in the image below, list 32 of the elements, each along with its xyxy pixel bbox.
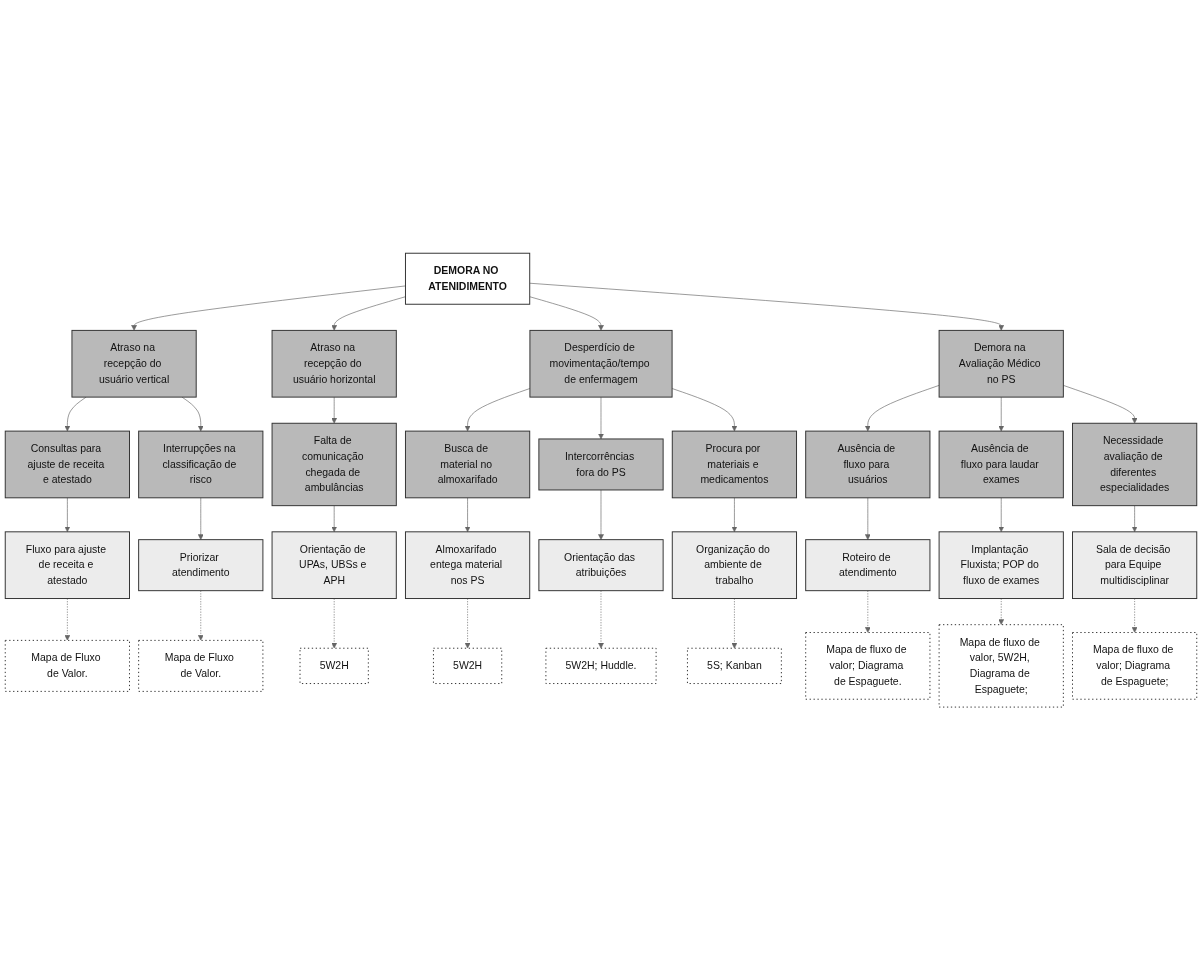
node-box: Orientação das atribuições	[538, 539, 664, 592]
node-box: Necessidade avaliação de diferentes especialidades	[1072, 423, 1198, 507]
node-box: 5S; Kanban	[686, 648, 782, 685]
node-box: Mapa de fluxo de valor, 5W2H, Diagrama de Espaguete;	[938, 624, 1064, 708]
node-box: Atraso na recepção do usuário vertical	[71, 330, 197, 398]
node-box: Almoxarifado entega material nos PS	[405, 531, 531, 600]
node-box: Procura por materiais e medicamentos	[671, 430, 797, 499]
node-box: Atraso na recepção do usuário horizontal	[271, 330, 397, 398]
node-box: 5W2H	[299, 648, 369, 685]
node-box: Mapa de fluxo de valor; Diagrama de Espaguete.	[805, 632, 931, 701]
node-box: Mapa de fluxo de valor; Diagrama de Espaguete;	[1072, 632, 1198, 701]
node-box: Ausência de fluxo para laudar exames	[938, 430, 1064, 499]
node-box: 5W2H	[432, 648, 503, 685]
node-box: Consultas para ajuste de receita e atestado	[4, 430, 130, 499]
node-box: Ausência de fluxo para usuários	[805, 430, 931, 499]
node-box: Falta de comunicação chegada de ambulâncias	[271, 423, 397, 507]
node-box: Demora na Avaliação Médico no PS	[938, 330, 1064, 398]
node-box: Intercorrências fora do PS	[538, 438, 664, 491]
node-box: Roteiro de atendimento	[805, 539, 931, 592]
node-box: 5W2H; Huddle.	[545, 648, 657, 685]
node-box: Orientação de UPAs, UBSs e APH	[271, 531, 397, 600]
node-box: Busca de material no almoxarifado	[405, 430, 531, 499]
node-box: Desperdício de movimentação/tempo de enfermagem	[529, 330, 673, 398]
node-box: Mapa de Fluxo de Valor.	[4, 640, 130, 693]
node-box: Implantação Fluxista; POP do fluxo de exames	[938, 531, 1064, 600]
node-box: DEMORA NO ATENIDIMENTO	[405, 253, 531, 306]
node-box: Priorizar atendimento	[138, 539, 264, 592]
node-box: Organização do ambiente de trabalho	[671, 531, 797, 600]
node-box: Sala de decisão para Equipe multidisciplinar	[1072, 531, 1198, 600]
node-box: Fluxo para ajuste de receita e atestado	[4, 531, 130, 600]
node-box: Interrupções na classificação de risco	[138, 430, 264, 499]
node-box: Mapa de Fluxo de Valor.	[138, 640, 264, 693]
